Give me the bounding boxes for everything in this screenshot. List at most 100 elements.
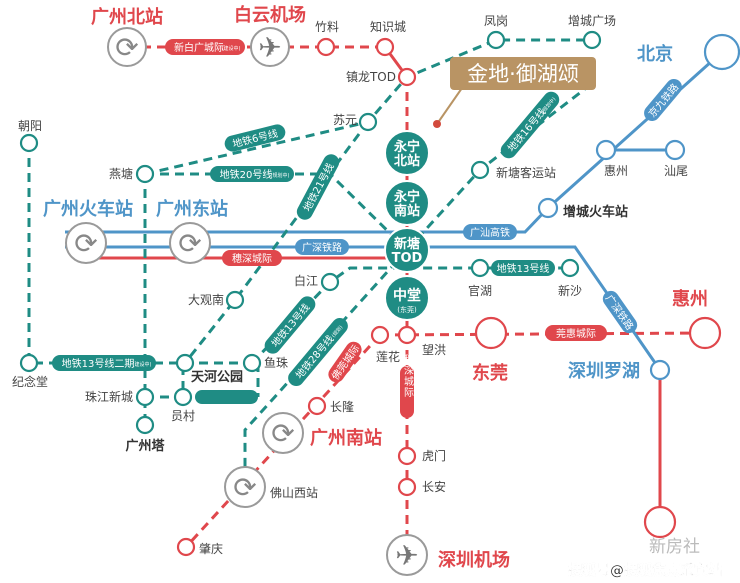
pill-background — [545, 325, 607, 341]
station-foshan-west[interactable]: ⟳ — [224, 466, 266, 508]
line-pill-guanhui: 莞惠城际 — [545, 325, 607, 341]
line-pill-xinbaiguang: 新白广城际(建设中) — [165, 39, 245, 55]
station-shenzhen-luohu[interactable] — [649, 359, 671, 381]
station-yongning-south[interactable] — [384, 180, 430, 226]
line-name: 广深铁路 — [302, 241, 342, 254]
station-zengcheng-square[interactable] — [582, 30, 602, 50]
label-zengcheng-railway: 增城火车站 — [563, 204, 628, 220]
transfer-icon: ⟳ — [271, 417, 294, 450]
station-huizhou-city[interactable] — [688, 316, 722, 350]
label-zhongtang: 中堂 — [393, 287, 421, 304]
station-shenzhen-terminal[interactable] — [643, 505, 677, 539]
line-pill-guangshen: 广深铁路 — [295, 239, 349, 255]
station-guanhu[interactable] — [470, 258, 490, 278]
label-baijiang: 白江 — [294, 273, 318, 288]
pill-background — [328, 341, 362, 383]
station-daguannan[interactable] — [225, 290, 245, 310]
label-zhuliao: 竹料 — [315, 20, 339, 34]
line-pill-suishen-vertical: 穗深城际 — [400, 353, 414, 418]
station-huizhou-stop[interactable] — [595, 139, 617, 161]
pill-background — [222, 250, 282, 266]
line-name: 京九铁路 — [646, 81, 682, 120]
station-changlong[interactable] — [307, 396, 327, 416]
airplane-icon: ✈ — [258, 31, 281, 64]
label-chang-an: 长安 — [422, 479, 446, 494]
label-wanghong: 望洪 — [422, 343, 446, 357]
line-name: 穗深城际 — [232, 252, 272, 265]
guanhui-line — [379, 331, 706, 337]
station-humen[interactable] — [397, 446, 417, 466]
station-yuancun[interactable] — [173, 387, 193, 407]
line-name: 地铁21号线 — [300, 161, 336, 214]
station-name: 永宁南站 — [393, 189, 420, 219]
station-jiniantang[interactable] — [19, 353, 39, 373]
station-zhuliao[interactable] — [316, 37, 336, 57]
pill-background — [295, 239, 349, 255]
station-shenzhen-airport[interactable]: ✈ — [386, 534, 428, 576]
station-canton-tower[interactable] — [135, 415, 155, 435]
pill-background — [491, 260, 555, 276]
line-pill-metro13: 地铁13号线 — [264, 296, 316, 354]
station-zhongtang[interactable] — [384, 275, 430, 321]
station-baijiang[interactable] — [320, 272, 340, 292]
station-xintang-bus[interactable] — [470, 160, 490, 180]
label-suyuan: 苏元 — [333, 113, 357, 127]
station-zhishicheng[interactable] — [375, 37, 395, 57]
label-jiniantang: 纪念堂 — [12, 374, 48, 389]
label-changlong: 长隆 — [330, 399, 354, 414]
line-name: 地铁13号线 — [497, 262, 550, 275]
station-zhujiang-newtown[interactable] — [135, 387, 155, 407]
station-zengcheng-railway[interactable] — [537, 197, 559, 219]
station-lianhua[interactable] — [370, 325, 390, 345]
line-pill-metro21: 地铁21号线 — [296, 154, 340, 220]
line-name: 地铁13号线 — [268, 301, 312, 350]
airplane-icon: ✈ — [395, 539, 418, 572]
station-chaoyang[interactable] — [19, 133, 39, 153]
station-xintang-tod[interactable] — [384, 227, 430, 273]
project-callout[interactable]: 金地·御湖颂 — [433, 57, 596, 128]
station-chang-an[interactable] — [397, 477, 417, 497]
watermark: 新房社 搜狐号@搜狐焦点采宾站 — [568, 537, 723, 579]
station-fenggang[interactable] — [486, 30, 506, 50]
project-name: 金地·御湖颂 — [467, 62, 579, 86]
label-shanwei: 汕尾 — [664, 164, 688, 178]
station-tianhe-park[interactable] — [175, 353, 195, 373]
station-yongning-north[interactable] — [384, 130, 430, 176]
station-zhaoqing[interactable] — [176, 537, 196, 557]
station-wanghong[interactable] — [397, 325, 417, 345]
label-xintang-bus: 新塘客运站 — [496, 165, 556, 180]
line-name: 广汕高铁 — [470, 226, 510, 239]
label-foshan-west: 佛山西站 — [270, 486, 318, 500]
metro13-line — [250, 266, 570, 365]
label-xinsha: 新沙 — [558, 283, 582, 298]
label-baiyun-airport: 白云机场 — [234, 4, 306, 26]
station-xinsha[interactable] — [560, 258, 580, 278]
station-guangzhou-east[interactable]: ⟳ — [169, 222, 211, 264]
project-location-dot — [433, 120, 441, 128]
label-guanhu: 官湖 — [468, 283, 492, 298]
guangshan-line — [65, 50, 724, 234]
label-beijing: 北京 — [637, 43, 673, 65]
station-zhenlong-tod[interactable] — [397, 67, 417, 87]
station-guangzhou-railway[interactable]: ⟳ — [65, 222, 107, 264]
station-yuzhu[interactable] — [242, 353, 262, 373]
station-guangzhou-north[interactable]: ⟳ — [107, 27, 147, 67]
station-yantang[interactable] — [135, 164, 155, 184]
pill-background — [644, 78, 682, 122]
station-guangzhou-south[interactable]: ⟳ — [262, 412, 304, 454]
station-labels: 广州北站白云机场竹料知识城镇龙TOD凤岗增城广场北京苏元朝阳燕塘新塘客运站惠州汕… — [12, 4, 708, 571]
line-name: 穗深城际 — [402, 353, 414, 398]
station-beijing[interactable] — [703, 33, 740, 71]
station-shanwei[interactable] — [664, 139, 686, 161]
station-suyuan[interactable] — [358, 112, 378, 132]
watermark-brand: 新房社 — [649, 537, 700, 557]
line-pill-metro20: 地铁20号线(规划中) — [210, 166, 294, 182]
label-yuzhu: 鱼珠 — [264, 356, 288, 370]
line-status: (建设中) — [133, 361, 152, 368]
label-yongning-north: 永宁北站 — [393, 139, 420, 169]
line-pill-jingjiu: 京九铁路 — [644, 78, 682, 122]
line-pill-guangshan: 广汕高铁 — [463, 224, 517, 240]
station-dongguan[interactable] — [474, 316, 508, 350]
station-baiyun-airport[interactable]: ✈ — [250, 27, 290, 67]
